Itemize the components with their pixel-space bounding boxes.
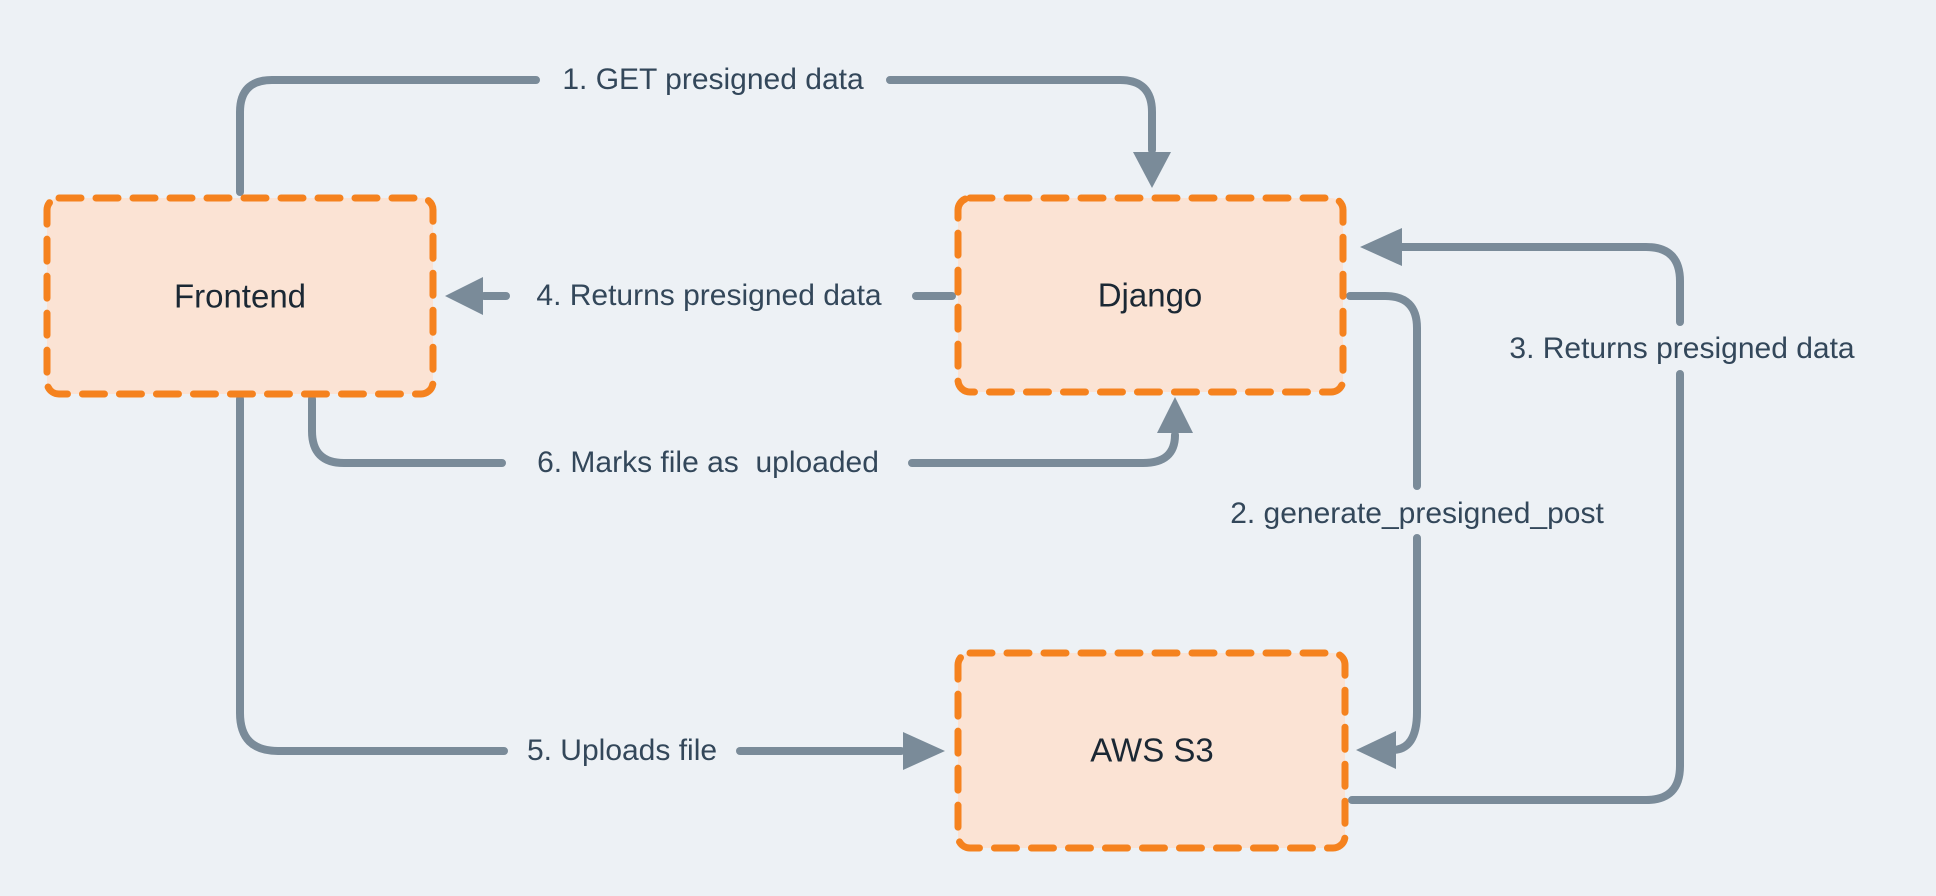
arrow-5-label: 5. Uploads file: [526, 734, 718, 767]
arrow-4-label: 4. Returns presigned data: [536, 279, 882, 312]
arrow-2-line-top: [1346, 292, 1421, 490]
arrow-6-label: 6. Marks file as uploaded: [537, 446, 879, 479]
arrow-6-line-left: [308, 395, 506, 467]
arrow-1-arrowhead-icon: [1133, 152, 1171, 188]
frontend-box: [43, 194, 437, 398]
arrow-6-line-right: [908, 431, 1179, 467]
arrow-4-arrowhead-icon: [445, 277, 483, 315]
aws-s3-box: [954, 649, 1349, 852]
django-box-label: Django: [1097, 276, 1203, 314]
arrow-3-line-top: [1396, 243, 1684, 326]
arrow-2-label: 2. generate_presigned_post: [1230, 497, 1604, 530]
arrow-5-line-left: [236, 395, 508, 755]
arrow-1-line-left: [236, 76, 540, 196]
arrow-3-label: 3. Returns presigned data: [1509, 332, 1855, 365]
arrow-1-line-right: [886, 76, 1156, 154]
arrow-1-label: 1. GET presigned data: [562, 63, 864, 96]
arrow-6-arrowhead-icon: [1157, 397, 1193, 433]
aws-s3-box-label: AWS S3: [1090, 731, 1214, 769]
arrow-2-line-bottom: [1388, 534, 1421, 754]
arrow-3-line-bottom: [1348, 370, 1684, 804]
arrow-3-arrowhead-icon: [1360, 228, 1402, 266]
django-box: [954, 194, 1347, 396]
arrow-2-arrowhead-icon: [1356, 731, 1396, 769]
frontend-box-label: Frontend: [173, 277, 307, 315]
arrow-5-arrowhead-icon: [903, 732, 945, 770]
